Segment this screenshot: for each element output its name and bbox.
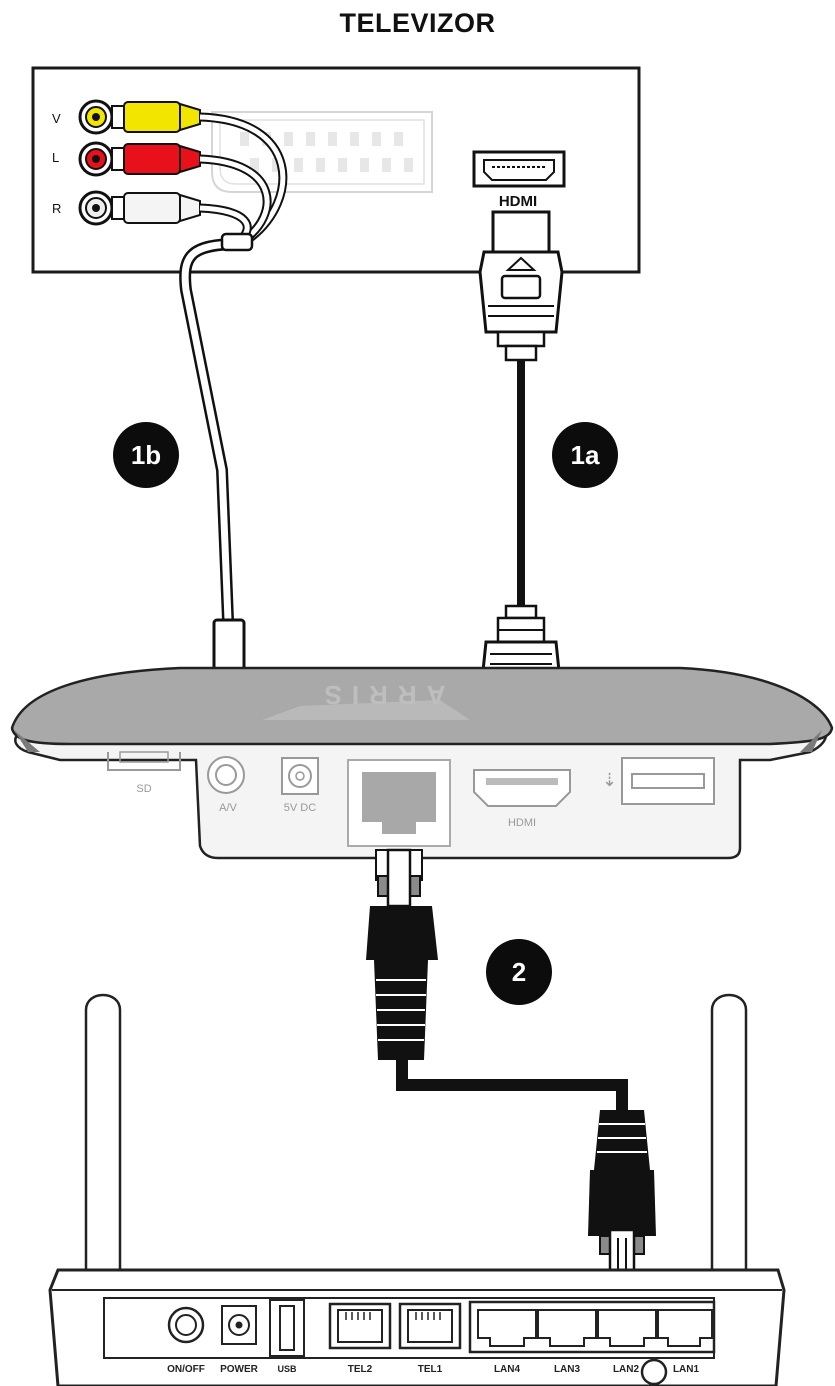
router-antenna-right xyxy=(710,993,748,1272)
router-label-usb: USB xyxy=(277,1364,297,1374)
router-label-tel2: TEL2 xyxy=(348,1364,373,1375)
router-power-port xyxy=(221,1305,257,1345)
router-reset-button xyxy=(640,1358,668,1386)
router-label-lan1: LAN1 xyxy=(673,1364,700,1375)
stb-label-av: A/V xyxy=(219,802,237,814)
rca-socket-video xyxy=(78,99,114,135)
stb-label-hdmi: HDMI xyxy=(508,817,536,829)
stb-brand: ARRIS xyxy=(315,680,446,710)
set-top-box: ARRIS SD A/V 5V DC xyxy=(10,666,834,860)
router-tel2-port xyxy=(328,1302,392,1350)
usb-icon: ⇣ xyxy=(602,770,617,790)
router-antenna-left xyxy=(84,993,122,1272)
router-label-lan3: LAN3 xyxy=(554,1364,581,1375)
stb-av-port xyxy=(207,756,245,794)
page-title: TELEVIZOR xyxy=(339,8,496,38)
rca-socket-left xyxy=(78,141,114,177)
step-badge-1a: 1a xyxy=(552,422,618,488)
ethernet-cable xyxy=(366,848,656,1308)
stb-dc-port xyxy=(281,757,319,795)
router-lan4-port xyxy=(477,1309,537,1347)
rca-plug-video xyxy=(111,101,201,133)
router-label-onoff: ON/OFF xyxy=(167,1364,205,1375)
router: ON/OFF POWER USB TEL2 TEL1 LAN4 LAN3 LAN… xyxy=(48,993,786,1386)
rca-socket-right xyxy=(78,190,114,226)
router-tel1-port xyxy=(398,1302,462,1350)
router-label-lan4: LAN4 xyxy=(494,1364,521,1375)
router-lan2-port xyxy=(597,1309,657,1347)
step-badge-2: 2 xyxy=(486,939,552,1005)
router-label-lan2: LAN2 xyxy=(613,1364,640,1375)
stb-usb-port: ⇣ xyxy=(602,757,715,805)
router-lan3-port xyxy=(537,1309,597,1347)
tv-hdmi-label: HDMI xyxy=(499,193,537,210)
stb-sd-slot xyxy=(107,751,181,771)
stb-ethernet-port xyxy=(347,759,451,847)
router-lan1-port xyxy=(657,1309,713,1347)
stb-label-sd: SD xyxy=(136,783,151,795)
rca-label-l: L xyxy=(52,150,59,165)
stb-logo: ARRIS xyxy=(262,680,470,720)
step-badge-1b: 1b xyxy=(113,422,179,488)
stb-hdmi-port xyxy=(473,769,571,807)
router-label-power: POWER xyxy=(220,1364,259,1375)
rca-plug-left xyxy=(111,143,201,175)
rca-label-r: R xyxy=(52,201,61,216)
router-onoff-button xyxy=(167,1306,205,1344)
router-label-tel1: TEL1 xyxy=(418,1364,443,1375)
rca-plug-right xyxy=(111,192,201,224)
stb-label-dc: 5V DC xyxy=(284,802,316,814)
router-usb-port xyxy=(269,1299,305,1357)
rca-label-v: V xyxy=(52,111,61,126)
tv-hdmi-port xyxy=(472,150,566,188)
